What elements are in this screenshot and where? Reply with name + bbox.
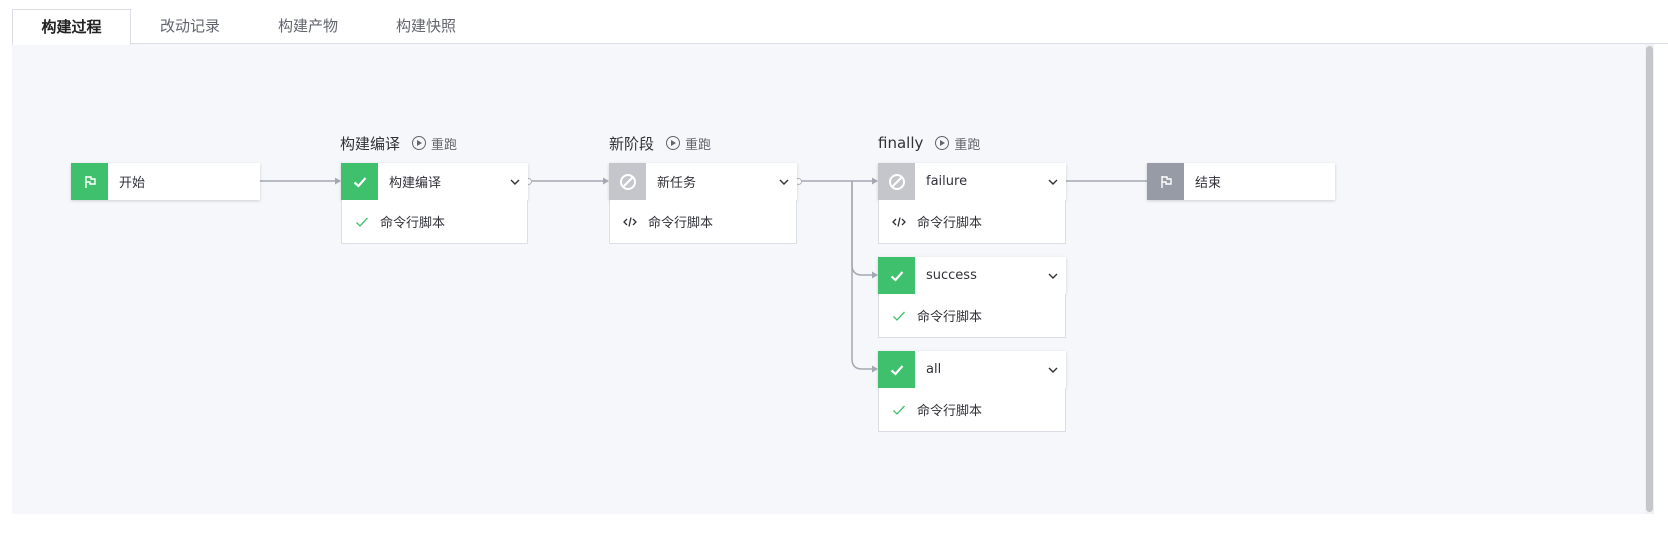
code-icon: [891, 214, 907, 230]
check-icon: [354, 214, 370, 230]
plugin-row[interactable]: 命令行脚本: [341, 200, 528, 244]
rerun-button[interactable]: 重跑: [666, 134, 711, 153]
rerun-label: 重跑: [954, 137, 981, 153]
end-label: 结束: [1195, 176, 1222, 191]
pipeline-canvas: [12, 44, 1645, 514]
stage-header-finally: finally 重跑: [878, 132, 980, 154]
plugin-name: 命令行脚本: [917, 404, 983, 419]
rerun-label: 重跑: [431, 137, 458, 153]
skip-icon: [878, 163, 915, 200]
play-circle-icon: [666, 136, 681, 150]
tab-divider: [12, 43, 1668, 44]
chevron-down-icon[interactable]: [771, 162, 797, 202]
plugin-row[interactable]: 命令行脚本: [878, 294, 1066, 338]
tab-change-log[interactable]: 改动记录: [159, 17, 220, 35]
play-circle-icon: [935, 136, 950, 150]
flag-icon: [71, 163, 108, 200]
tab-build-process[interactable]: 构建过程: [12, 9, 131, 45]
rerun-button[interactable]: 重跑: [412, 134, 457, 153]
check-icon: [891, 402, 907, 418]
plugin-name: 命令行脚本: [917, 310, 983, 325]
chevron-down-icon[interactable]: [1040, 162, 1066, 202]
stage-title: 新阶段: [609, 134, 655, 153]
check-icon: [878, 257, 915, 294]
start-label: 开始: [119, 176, 146, 191]
tab-build-snapshot[interactable]: 构建快照: [395, 17, 456, 35]
stage-header-new: 新阶段 重跑: [609, 132, 711, 154]
task-name: 构建编译: [389, 176, 442, 191]
plugin-row[interactable]: 命令行脚本: [878, 388, 1066, 432]
stage-header-build: 构建编译 重跑: [340, 132, 457, 154]
task-all[interactable]: all: [878, 351, 1066, 388]
task-success[interactable]: success: [878, 257, 1066, 294]
scrollbar-thumb[interactable]: [1646, 46, 1653, 512]
plugin-name: 命令行脚本: [380, 216, 446, 231]
tab-bar: 构建过程 改动记录 构建产物 构建快照: [12, 9, 1668, 45]
check-icon: [341, 163, 378, 200]
stage-title: finally: [878, 134, 924, 152]
start-node[interactable]: 开始: [71, 163, 260, 200]
plugin-name: 命令行脚本: [917, 216, 983, 231]
task-build-compile[interactable]: 构建编译: [341, 163, 528, 200]
tab-build-artifacts[interactable]: 构建产物: [277, 17, 338, 35]
rerun-label: 重跑: [685, 137, 712, 153]
task-name: 新任务: [657, 176, 697, 191]
chevron-down-icon[interactable]: [1040, 350, 1066, 390]
task-failure[interactable]: failure: [878, 163, 1066, 200]
chevron-down-icon[interactable]: [1040, 256, 1066, 296]
plugin-row[interactable]: 命令行脚本: [609, 200, 797, 244]
play-circle-icon: [412, 136, 427, 150]
chevron-down-icon[interactable]: [502, 162, 528, 202]
plugin-name: 命令行脚本: [648, 216, 714, 231]
check-icon: [878, 351, 915, 388]
rerun-button[interactable]: 重跑: [935, 134, 980, 153]
task-new[interactable]: 新任务: [609, 163, 797, 200]
stage-title: 构建编译: [340, 134, 401, 153]
task-name: failure: [926, 174, 968, 189]
code-icon: [622, 214, 638, 230]
skip-icon: [609, 163, 646, 200]
flag-icon: [1147, 163, 1184, 200]
task-name: success: [926, 268, 977, 283]
task-name: all: [926, 362, 942, 377]
end-node[interactable]: 结束: [1147, 163, 1335, 200]
check-icon: [891, 308, 907, 324]
plugin-row[interactable]: 命令行脚本: [878, 200, 1066, 244]
